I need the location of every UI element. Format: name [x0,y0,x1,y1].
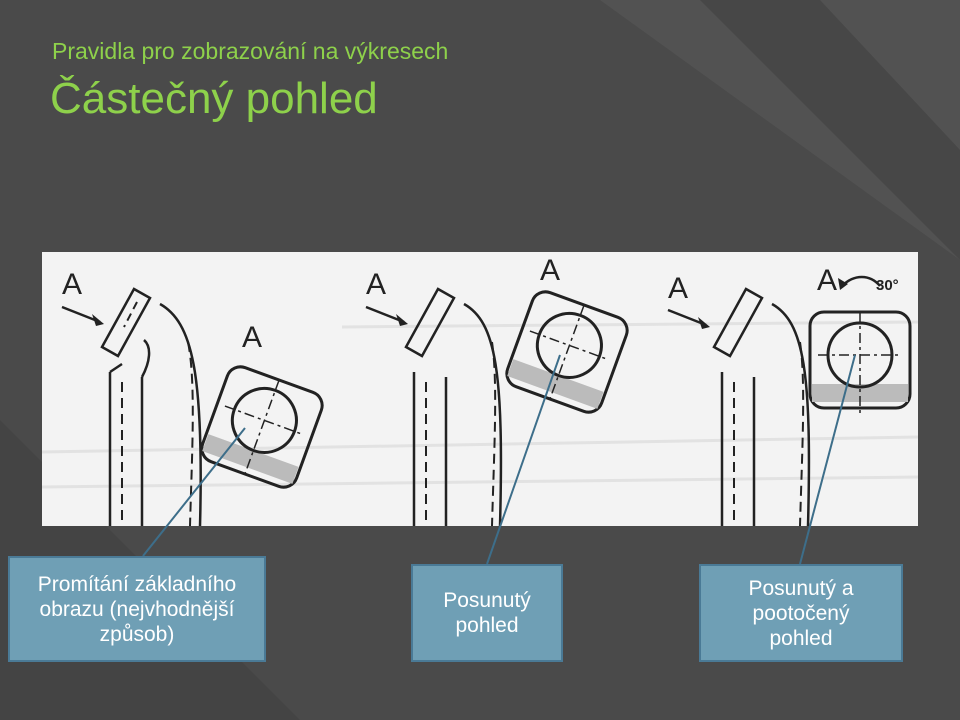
technical-drawing: A A A A [42,252,918,526]
rotation-angle-label: 30° [876,277,899,294]
view-label-a-3: A [366,268,386,301]
pipe-elbow-1 [100,287,202,526]
view-label-a-4: A [540,254,560,287]
view-label-a-5: A [668,272,688,305]
callout-basic-projection: Promítání základního obrazu (nejvhodnějš… [8,556,266,662]
slide-subtitle: Pravidla pro zobrazování na výkresech [52,38,449,64]
callout-shifted-view: Posunutý pohled [411,564,563,662]
callout-shifted-rotated-view: Posunutý a pootočený pohled [699,564,903,662]
view-label-a-6: A [817,264,837,297]
view-label-a-2: A [242,321,262,354]
slide-title: Částečný pohled [50,74,378,123]
view-label-a-1: A [62,268,82,301]
